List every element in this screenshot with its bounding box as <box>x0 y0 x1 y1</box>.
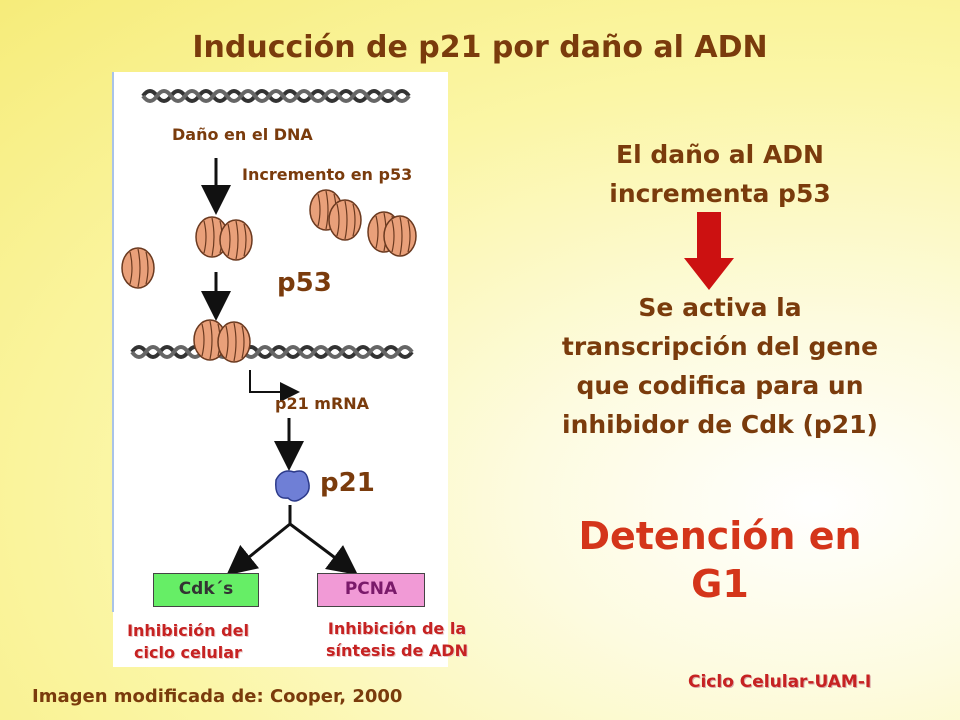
arrest-line2: G1 <box>691 562 749 606</box>
cdk-inhibition-line2: ciclo celular <box>134 643 242 662</box>
page-title: Inducción de p21 por daño al ADN <box>192 30 768 65</box>
cdk-inhibition-label: Inhibición del ciclo celular <box>108 620 268 664</box>
g1-arrest: Detención en G1 <box>520 512 920 608</box>
transcription-start-arrow <box>249 370 300 402</box>
step2-line4: inhibidor de Cdk (p21) <box>562 410 878 439</box>
p21-protein <box>275 470 310 502</box>
image-credit: Imagen modificada de: Cooper, 2000 <box>32 686 403 707</box>
p53-protein-cluster <box>121 189 417 289</box>
step2-line1: Se activa la <box>638 293 802 322</box>
cdk-box: Cdk´s <box>153 573 259 607</box>
step-transcription: Se activa la transcripción del gene que … <box>500 288 940 444</box>
branch-to-cdk <box>226 522 291 576</box>
step1-line2: incrementa p53 <box>609 179 831 208</box>
p53-increase-label: Incremento en p53 <box>242 165 413 184</box>
pcna-box: PCNA <box>317 573 425 607</box>
pcna-inhibition-line2: síntesis de ADN <box>326 641 468 660</box>
step2-line3: que codifica para un <box>576 371 864 400</box>
p21-mrna-label: p21 mRNA <box>275 394 370 413</box>
branch-to-pcna <box>289 522 358 575</box>
panel-edge <box>112 72 114 612</box>
p21-label: p21 <box>320 468 375 498</box>
cdk-inhibition-line1: Inhibición del <box>127 621 249 640</box>
course-label: Ciclo Celular-UAM-I <box>688 672 872 692</box>
red-down-arrow <box>684 212 734 290</box>
dna-helix-top <box>141 89 411 103</box>
step2-line2: transcripción del gene <box>561 332 879 361</box>
step-dna-damage: El daño al ADN incrementa p53 <box>520 135 920 213</box>
pcna-inhibition-line1: Inhibición de la <box>327 619 467 638</box>
pcna-inhibition-label: Inhibición de la síntesis de ADN <box>302 618 492 662</box>
step1-line1: El daño al ADN <box>616 140 824 169</box>
dna-damage-label: Daño en el DNA <box>172 125 313 144</box>
diagram-panel <box>113 72 448 667</box>
dna-helix-middle <box>130 319 414 363</box>
p53-label: p53 <box>277 268 332 298</box>
arrest-line1: Detención en <box>578 514 862 558</box>
